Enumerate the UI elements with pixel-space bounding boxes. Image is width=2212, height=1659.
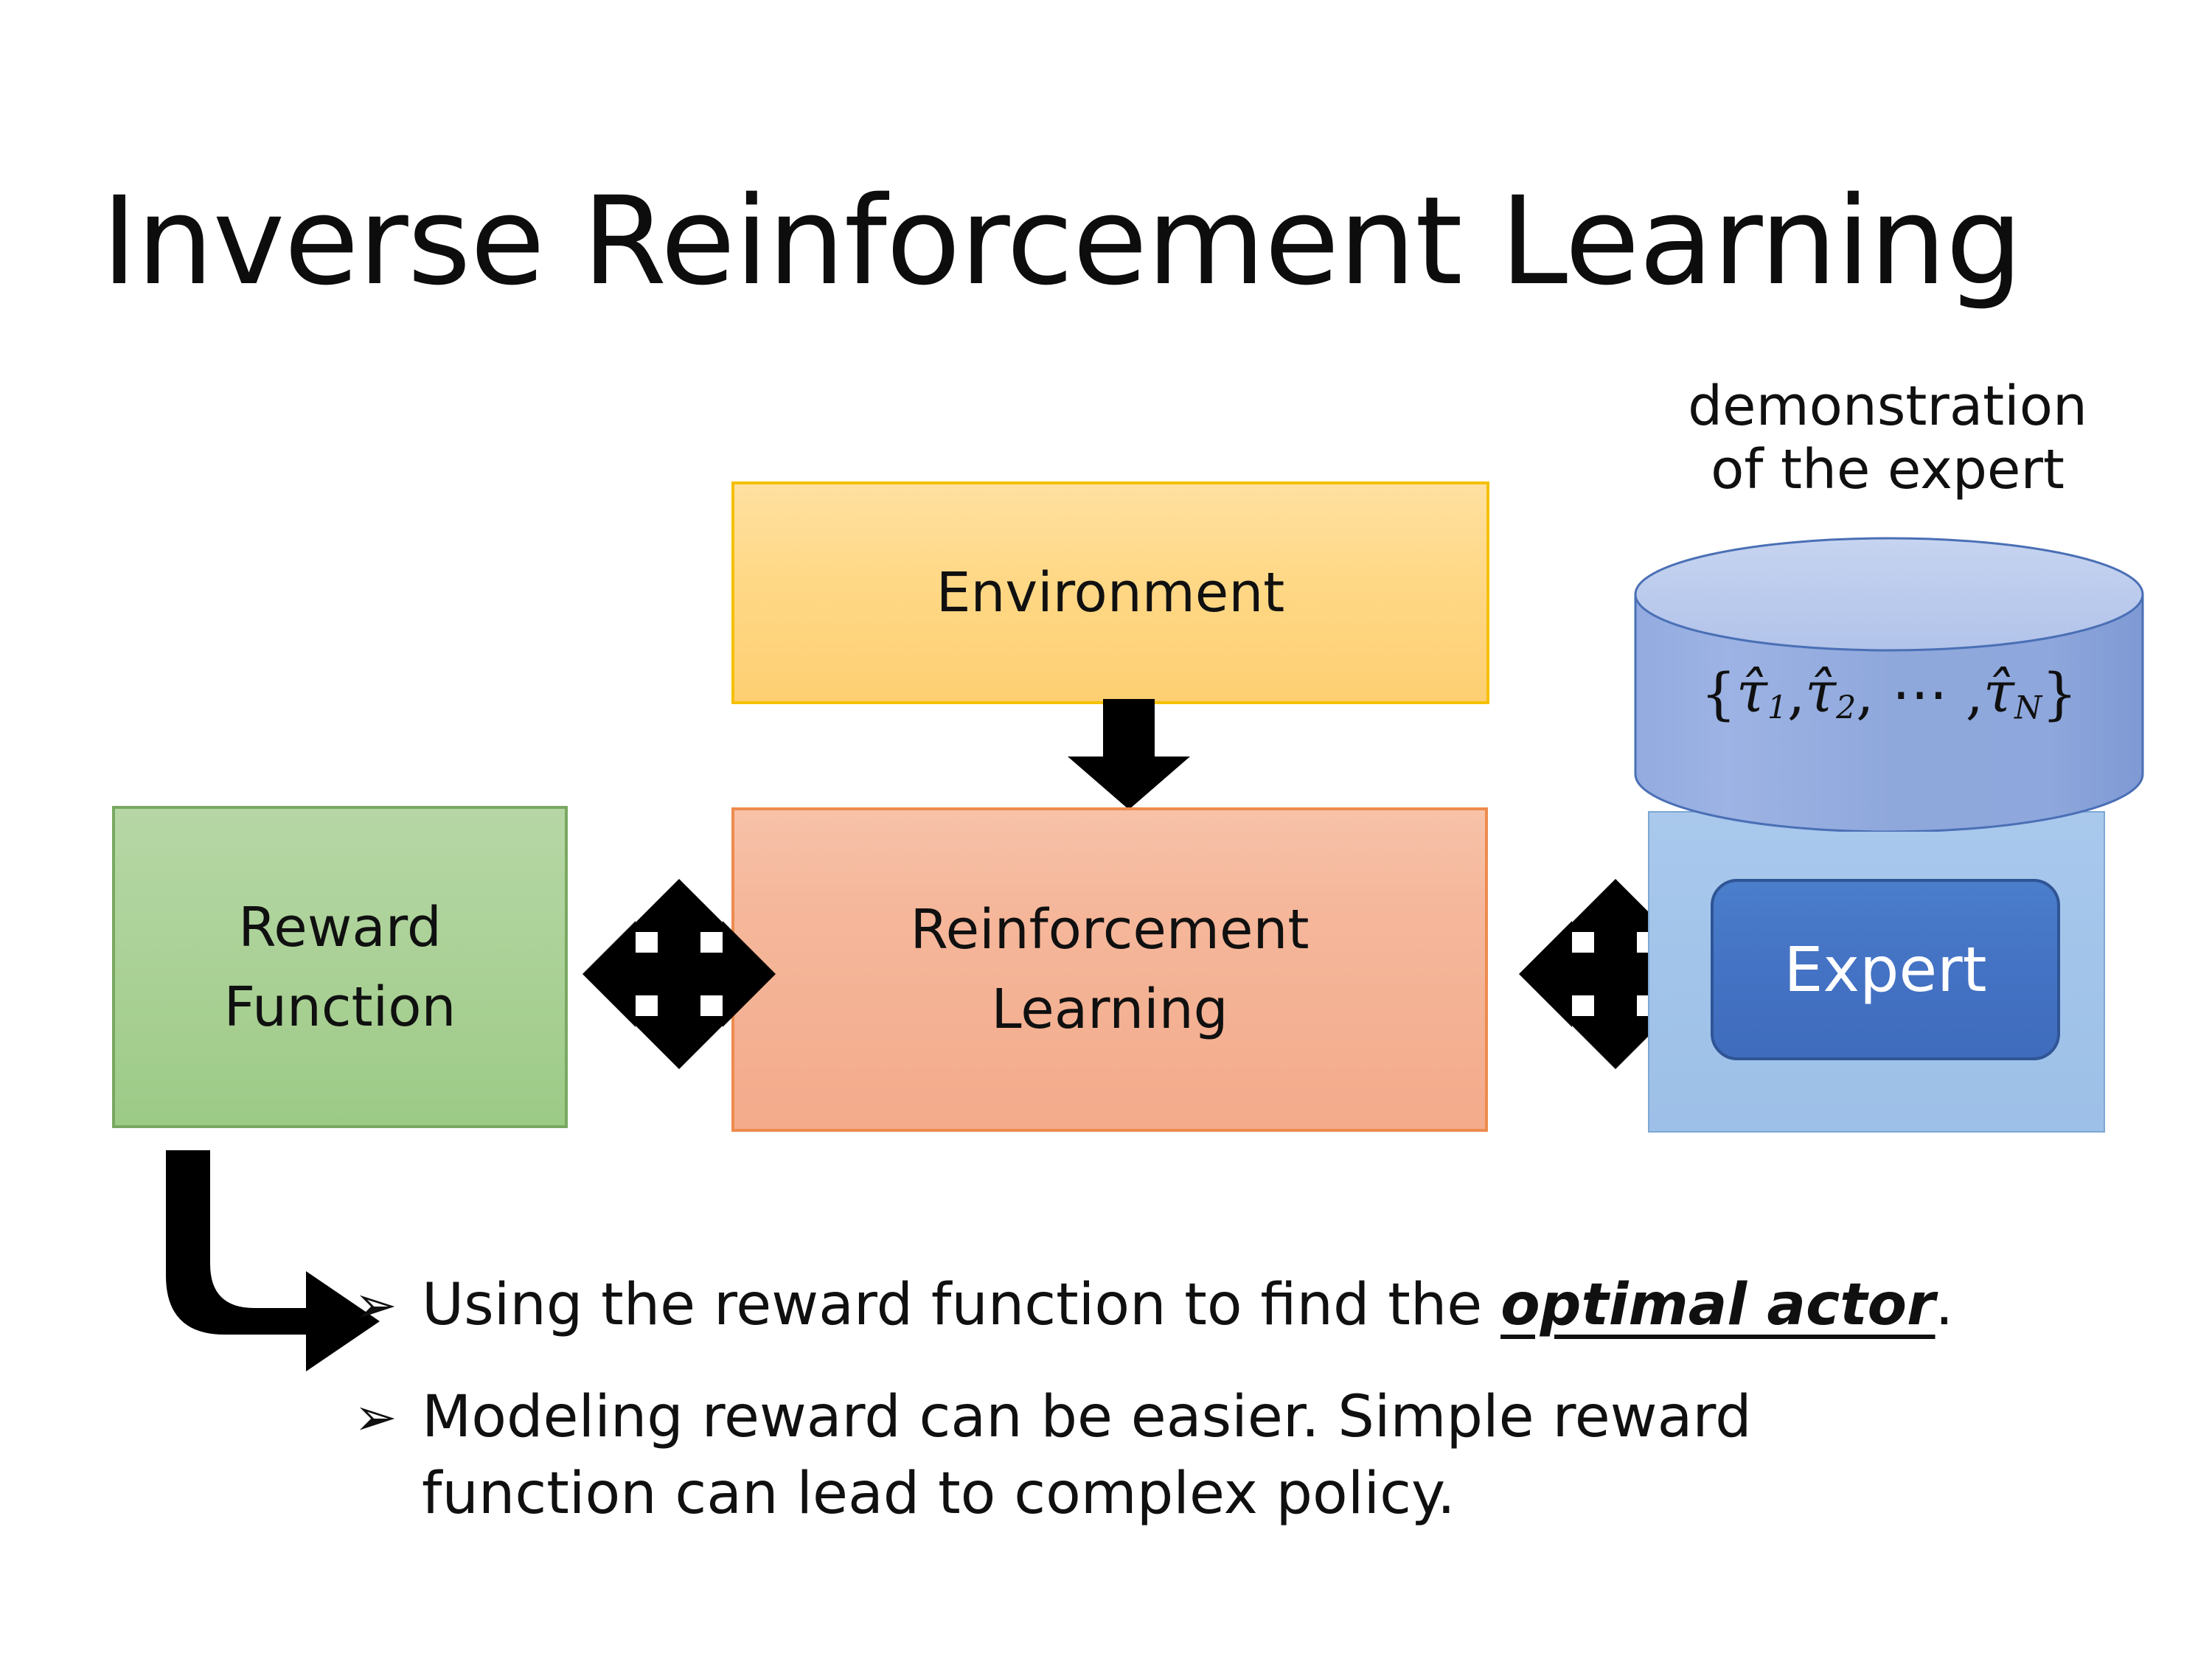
expert-caption-line1: demonstration xyxy=(1688,375,2087,438)
bullet-1-text-before: Using the reward function to find the xyxy=(422,1272,1501,1338)
reward-label-line1: Reward xyxy=(238,895,442,959)
quad-arrow-icon-reward-rl xyxy=(582,879,776,1069)
environment-label: Environment xyxy=(936,561,1285,625)
expert-button-label: Expert xyxy=(1784,933,1987,1006)
formula-sep1: , xyxy=(1787,660,1806,726)
page-title: Inverse Reinforcement Learning xyxy=(101,170,2023,312)
rl-label-line1: Reinforcement xyxy=(910,898,1310,961)
bullet-1-emphasis: optimal actor xyxy=(1500,1272,1935,1338)
bullet-2-line1: Modeling reward can be easier. Simple re… xyxy=(422,1384,1752,1450)
list-item: ➢ Modeling reward can be easier. Simple r… xyxy=(354,1379,2094,1532)
list-item: ➢ Using the reward function to find the o… xyxy=(354,1267,2094,1343)
demonstration-set-formula: {τ̂1, τ̂2, ⋯ , τ̂N} xyxy=(1634,649,2144,737)
formula-ellipsis: , ⋯ , xyxy=(1856,660,1983,726)
bullet-1-text-after: . xyxy=(1935,1272,1954,1338)
down-arrow-icon xyxy=(1068,699,1190,810)
demonstration-cylinder-icon xyxy=(1634,537,2144,832)
bullet-marker-icon: ➢ xyxy=(354,1387,397,1447)
bullet-marker-icon: ➢ xyxy=(354,1275,397,1335)
formula-tau2: τ̂2 xyxy=(1805,659,1857,727)
elbow-arrow-icon xyxy=(166,1150,380,1371)
expert-caption-line2: of the expert xyxy=(1711,438,2065,501)
formula-close-brace: } xyxy=(2042,660,2078,726)
expert-button[interactable]: Expert xyxy=(1711,879,2060,1060)
bullet-list: ➢ Using the reward function to find the o… xyxy=(354,1267,2094,1568)
formula-tauN: τ̂N xyxy=(1983,659,2042,727)
reward-label-line2: Function xyxy=(223,975,456,1039)
environment-box[interactable]: Environment xyxy=(731,481,1489,704)
formula-open-brace: { xyxy=(1700,660,1736,726)
rl-label-line2: Learning xyxy=(991,978,1228,1041)
bullet-2-line2: function can lead to complex policy. xyxy=(422,1461,1455,1527)
expert-caption: demonstration of the expert xyxy=(1630,375,2146,501)
formula-tau1: τ̂1 xyxy=(1736,659,1787,727)
